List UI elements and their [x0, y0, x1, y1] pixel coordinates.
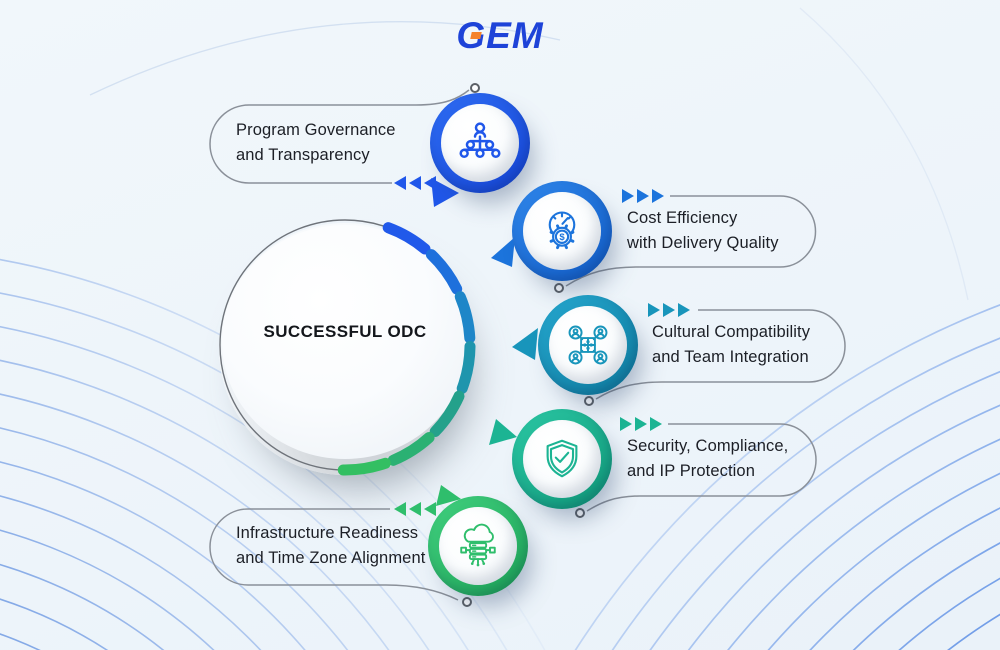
node-inner-face: [549, 306, 627, 384]
terminal-ring: [462, 597, 472, 607]
chevron-right-icon: [635, 417, 647, 431]
connector-terminals: [462, 83, 594, 607]
gem-logo-accent: [470, 32, 483, 39]
pointer-triangle-icon: [491, 237, 515, 267]
gem-logo-text: GEM: [456, 15, 544, 56]
orbit-dash: [429, 390, 465, 437]
triangle-pointers: [431, 178, 538, 506]
label-line: and Team Integration: [652, 348, 809, 366]
chevron-right-icon: [663, 303, 675, 317]
label-security-compliance: Security, Compliance, and IP Protection: [627, 434, 788, 484]
node-inner-face: [441, 104, 519, 182]
bubble-outline-cultural-compatibility: [595, 309, 846, 400]
chevron-left-icon: [424, 502, 436, 516]
chevron-right-icon: [648, 303, 660, 317]
chevrons-right-security-compliance: [620, 417, 662, 431]
chevron-left-icon: [394, 176, 406, 190]
orbit-dash: [387, 432, 435, 466]
terminal-ring: [554, 283, 564, 293]
gem-logo: GEM: [456, 14, 543, 58]
gear-dollar-gauge-icon: $: [548, 211, 576, 250]
top-arc-group: [89, 7, 969, 301]
bubble-outline-cost-efficiency: [565, 195, 817, 287]
central-title: SUCCESSFUL ODC: [263, 322, 427, 341]
label-cultural-compatibility: Cultural Compatibility and Team Integrat…: [652, 320, 810, 370]
node-inner-face: $: [523, 192, 601, 270]
node-circle-cultural-compatibility: [538, 295, 638, 395]
node-inner-face: [439, 507, 517, 585]
chevrons-right-cultural-compatibility: [648, 303, 690, 317]
label-line: with Delivery Quality: [627, 234, 779, 252]
pointer-triangle-icon: [431, 178, 459, 207]
label-line: and IP Protection: [627, 462, 755, 480]
terminal-ring: [575, 508, 585, 518]
chevrons-left-infrastructure-readiness: [394, 502, 436, 516]
node-inner-face: [523, 420, 601, 498]
team-puzzle-icon: [568, 325, 608, 365]
shield-check-icon: [546, 439, 578, 478]
bubble-outline-program-governance: [209, 89, 470, 184]
label-cost-efficiency: Cost Efficiency with Delivery Quality: [627, 206, 779, 256]
label-program-governance: Program Governance and Transparency: [236, 118, 396, 168]
node-circle-security-compliance: [512, 409, 612, 509]
orbit-dash: [454, 291, 476, 344]
label-line: Security, Compliance,: [627, 437, 789, 455]
chevron-right-icon: [652, 189, 664, 203]
label-line: and Transparency: [236, 146, 370, 164]
label-line: Cost Efficiency: [627, 209, 738, 227]
orbit-dash: [456, 341, 476, 394]
central-circle: [219, 223, 471, 475]
chevron-right-icon: [678, 303, 690, 317]
orbit-dash: [337, 457, 391, 476]
chevrons-right-cost-efficiency: [622, 189, 664, 203]
label-line: Cultural Compatibility: [652, 323, 811, 341]
node-circle-program-governance: [430, 93, 530, 193]
chevron-left-icon: [394, 502, 406, 516]
label-infrastructure-readiness: Infrastructure Readiness and Time Zone A…: [236, 521, 425, 571]
header: GEM: [0, 14, 1000, 58]
chevron-left-icon: [409, 176, 421, 190]
pointer-triangle-icon: [512, 328, 538, 360]
orbit-dash: [425, 249, 463, 295]
chevron-left-icon: [409, 502, 421, 516]
node-circle-cost-efficiency: $: [512, 181, 612, 281]
bubble-outline-infrastructure-readiness: [209, 508, 459, 601]
terminal-ring: [584, 396, 594, 406]
orbit-dashes: [337, 222, 476, 476]
chevron-right-icon: [650, 417, 662, 431]
chevrons-left-program-governance: [394, 176, 436, 190]
terminal-ring: [470, 83, 480, 93]
label-line: Infrastructure Readiness: [236, 524, 419, 542]
dollar-symbol: $: [559, 232, 565, 243]
bubble-outline-security-compliance: [586, 423, 817, 512]
node-circle-infrastructure-readiness: [428, 496, 528, 596]
label-line: Program Governance: [236, 121, 396, 139]
chevron-right-icon: [622, 189, 634, 203]
label-line: and Time Zone Alignment: [236, 549, 426, 567]
chevron-right-icon: [620, 417, 632, 431]
bubble-outlines: [209, 89, 846, 601]
pointer-triangle-icon: [489, 419, 517, 445]
chevron-right-icon: [637, 189, 649, 203]
cloud-server-icon: [460, 523, 496, 567]
orbit-dash: [382, 222, 431, 255]
org-chart-icon: [459, 122, 501, 159]
